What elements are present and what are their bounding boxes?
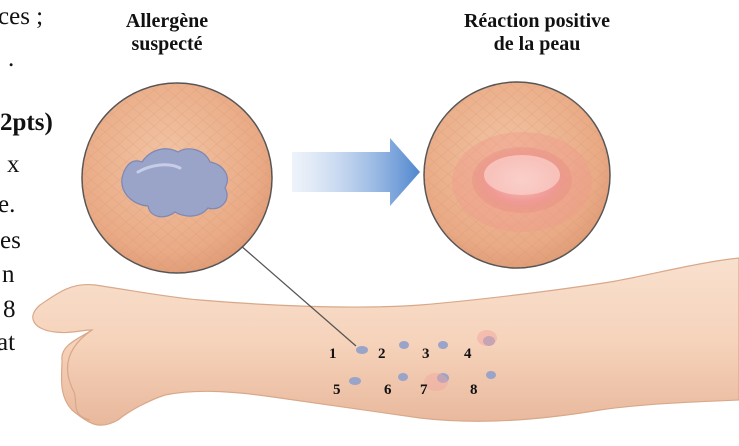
test-site-number: 1: [329, 346, 337, 363]
test-site-number: 6: [384, 382, 392, 399]
test-site-number: 4: [464, 346, 472, 363]
reaction-zoom-circle: [424, 82, 610, 268]
test-site-number: 5: [333, 382, 341, 399]
allergen-zoom-circle: [82, 83, 272, 273]
arrow: [292, 138, 420, 206]
test-site-number: 7: [420, 382, 428, 399]
test-site-number: 3: [422, 346, 430, 363]
forearm: [33, 258, 739, 425]
test-site-number: 2: [378, 346, 386, 363]
test-site-number: 8: [470, 382, 478, 399]
